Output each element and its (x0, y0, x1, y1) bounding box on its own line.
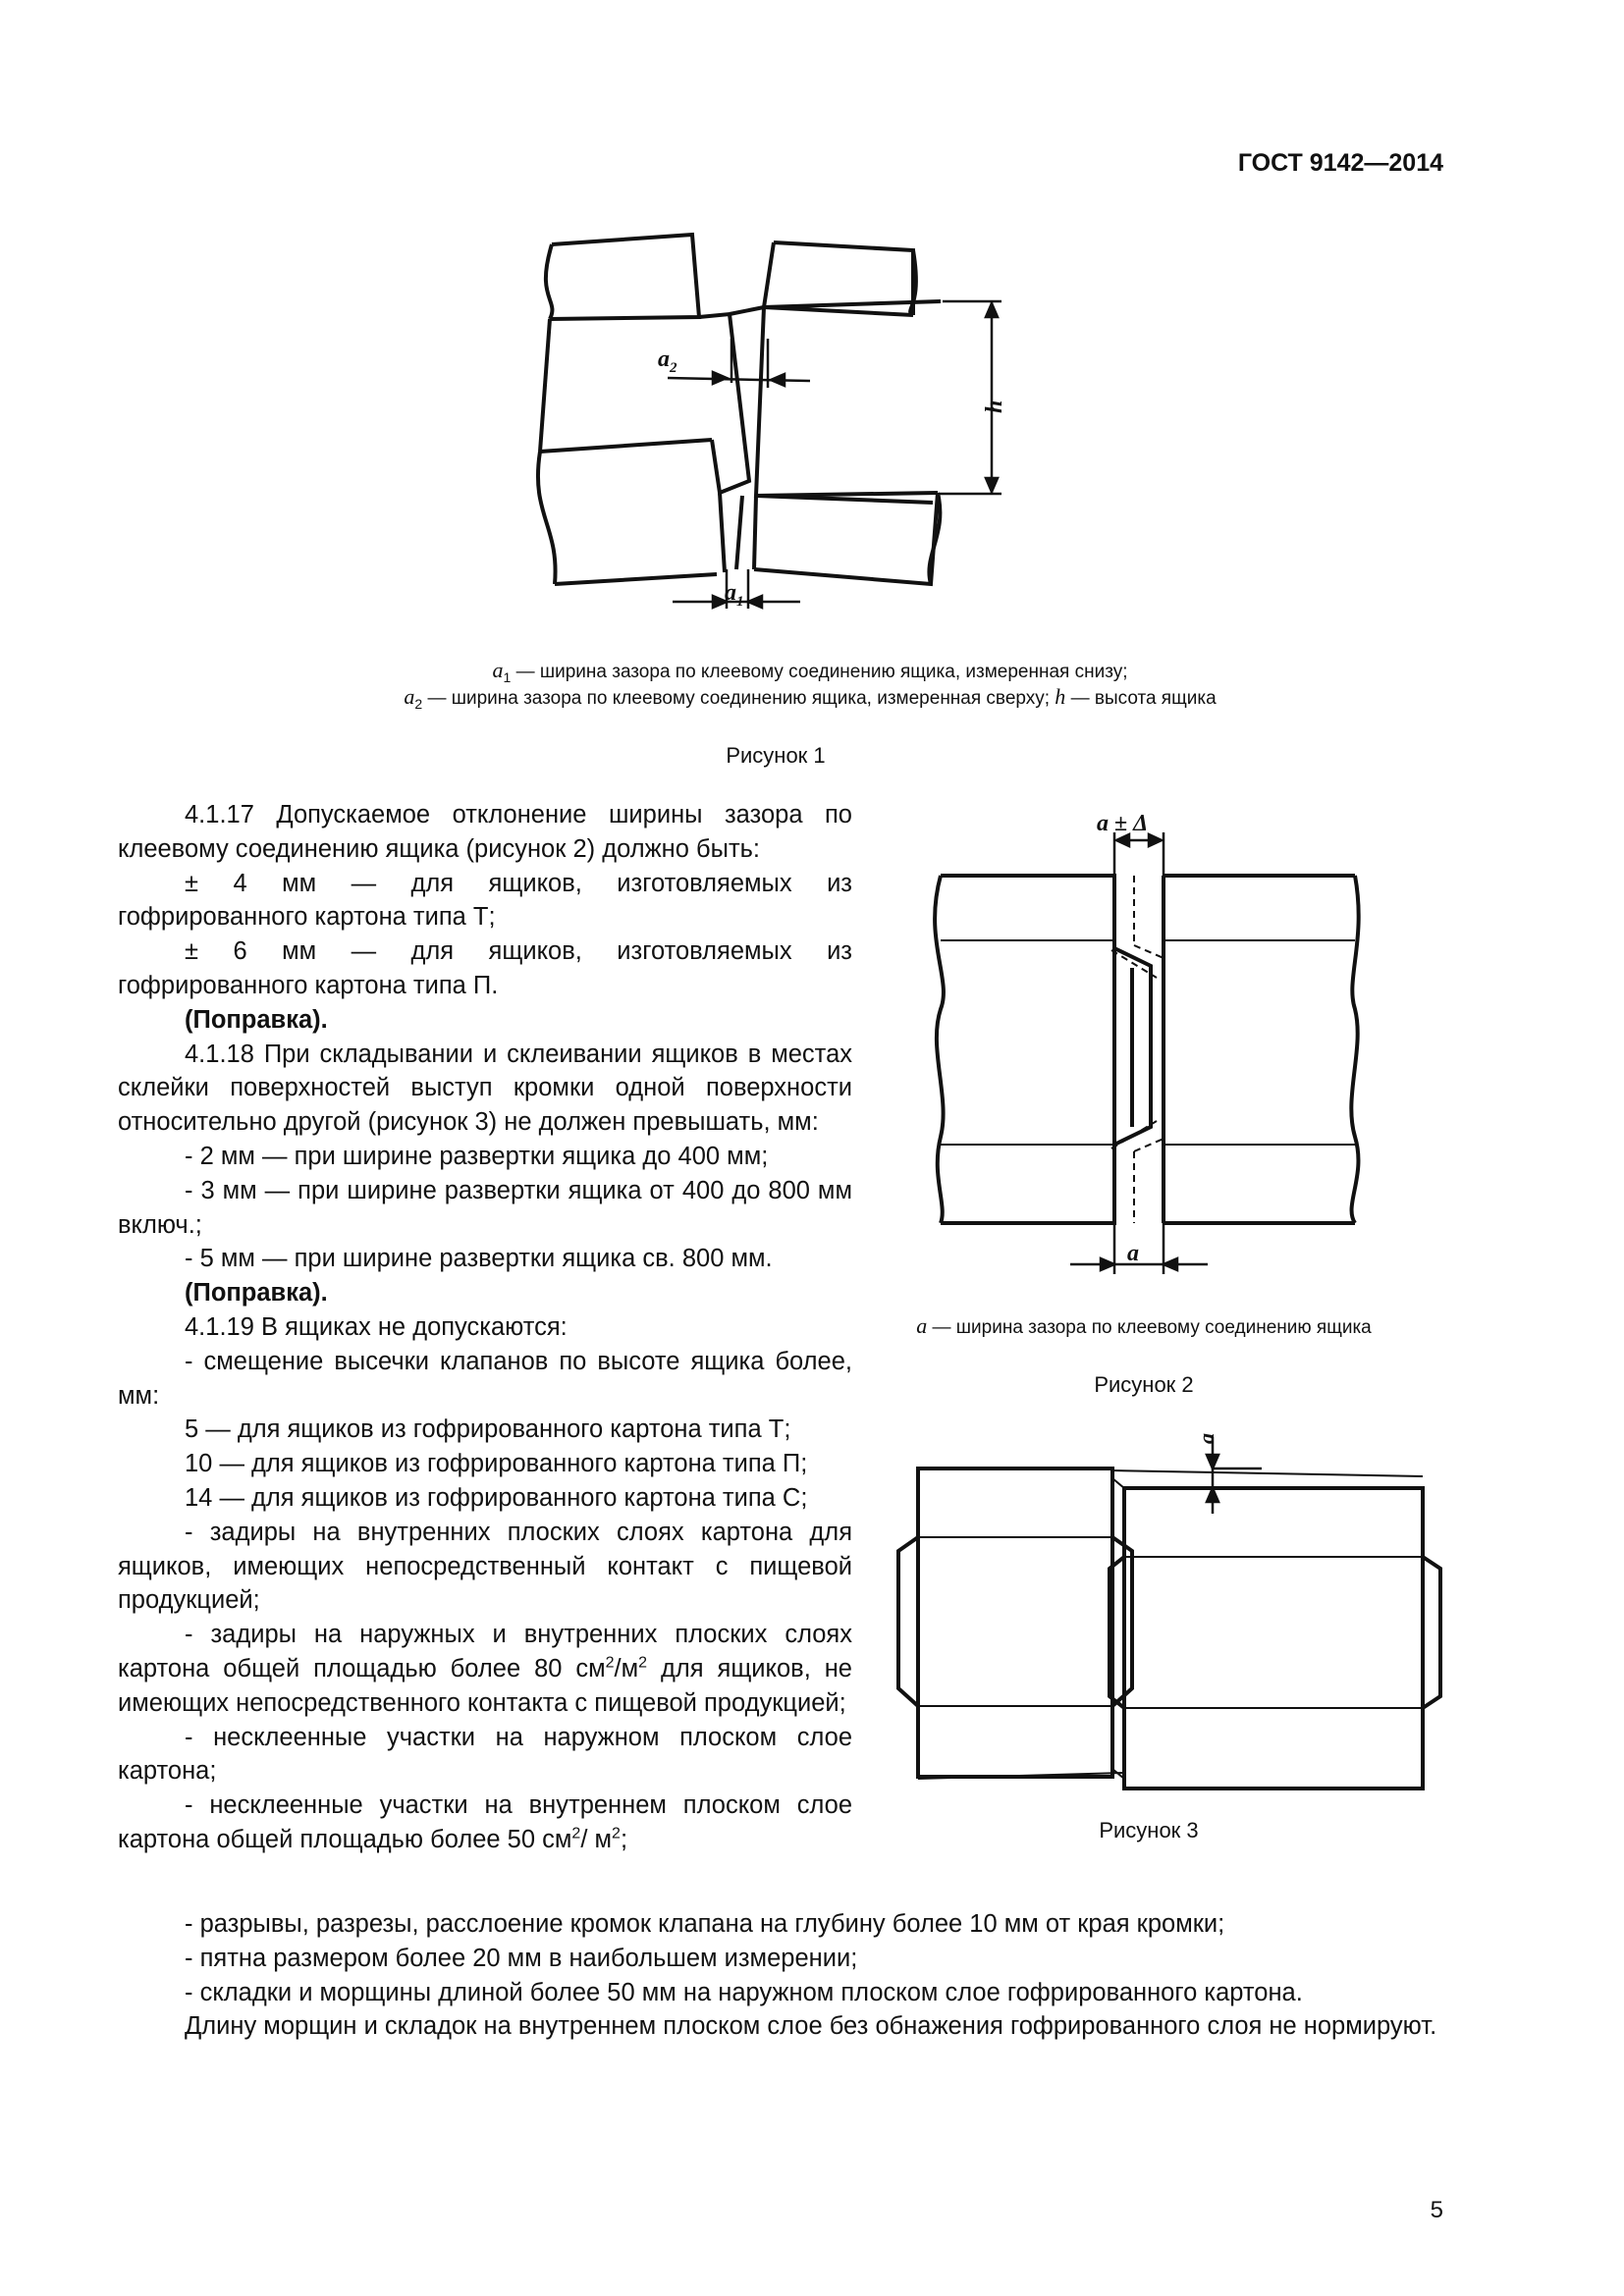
fig2-a-pm-delta-label: a ± Δ (1097, 811, 1148, 836)
para-4-1-17: 4.1.17 Допускаемое отклонение ширины заз… (118, 801, 852, 863)
figure-2-caption: a — ширина зазора по клеевому соединению… (916, 1313, 1372, 1338)
figure-3-drawing: a (896, 1433, 1442, 1790)
para-4-1-18-item-3: - 5 мм — при ширине развертки ящика св. … (185, 1245, 773, 1273)
page-number: 5 (1430, 2197, 1443, 2223)
para-4-1-19-item-4: - несклеенные участки на наружном плоско… (118, 1723, 852, 1786)
fig1-a1-label: a1 (725, 580, 744, 610)
para-final-note: Длину морщин и складок на внутреннем пло… (185, 2012, 1437, 2041)
para-4-1-19-item-6: - разрывы, разрезы, расслоение кромок кл… (185, 1910, 1225, 1938)
para-4-1-19-item-8: - складки и морщины длиной более 50 мм н… (185, 1978, 1303, 2006)
fig2-a-label: a (1127, 1241, 1139, 1266)
correction-note-1: (Поправка). (185, 1005, 328, 1034)
fig1-a2-label: a2 (658, 347, 677, 376)
figure-2-label: Рисунок 2 (1094, 1372, 1194, 1397)
para-4-1-17-type-p: ± 6 мм — для ящиков, изготовляемых из го… (118, 937, 852, 999)
figure-2-drawing: a ± Δ a (933, 811, 1361, 1274)
para-4-1-19-item-1: - смещение высечки клапанов по высоте ящ… (118, 1347, 852, 1410)
fig3-a-label: a (1194, 1433, 1218, 1444)
para-4-1-17-type-t: ± 4 мм — для ящиков, изготовляемых из го… (118, 869, 852, 932)
para-4-1-19-item-5: - несклеенные участки на внутреннем плос… (118, 1791, 852, 1853)
para-4-1-19-item-1c: 14 — для ящиков из гофрированного картон… (185, 1483, 808, 1512)
main-text-column: 4.1.17 Допускаемое отклонение ширины заз… (118, 798, 852, 1857)
figure-1-caption-line-1: a1 — ширина зазора по клеевому соединени… (492, 658, 1128, 685)
figure-1-caption-line-2: a2 — ширина зазора по клеевому соединени… (404, 684, 1217, 712)
para-4-1-19-item-1a: 5 — для ящиков из гофрированного картона… (185, 1415, 791, 1444)
para-4-1-19-item-1b: 10 — для ящиков из гофрированного картон… (185, 1450, 808, 1478)
para-4-1-19-item-7: - пятна размером более 20 мм в наибольше… (185, 1944, 858, 1972)
para-4-1-19-item-3: - задиры на наружных и внутренних плоски… (118, 1621, 852, 1717)
para-4-1-19-item-2: - задиры на внутренних плоских слоях кар… (118, 1518, 852, 1615)
para-4-1-18-item-2: - 3 мм — при ширине развертки ящика от 4… (118, 1176, 852, 1239)
fig1-h-label: h (982, 400, 1007, 413)
figure-3-label: Рисунок 3 (1099, 1818, 1199, 1842)
figure-1-label: Рисунок 1 (726, 743, 826, 768)
document-number-header: ГОСТ 9142—2014 (1237, 149, 1443, 177)
correction-note-2: (Поправка). (185, 1279, 328, 1308)
figure-1-drawing: a2 h a1 (535, 232, 1007, 610)
full-width-text: - разрывы, разрезы, расслоение кромок кл… (118, 1907, 1445, 2044)
para-4-1-18-item-1: - 2 мм — при ширине развертки ящика до 4… (185, 1142, 769, 1170)
para-4-1-18: 4.1.18 При складывании и склеивании ящик… (118, 1040, 852, 1137)
para-4-1-19: 4.1.19 В ящиках не допускаются: (185, 1312, 568, 1341)
